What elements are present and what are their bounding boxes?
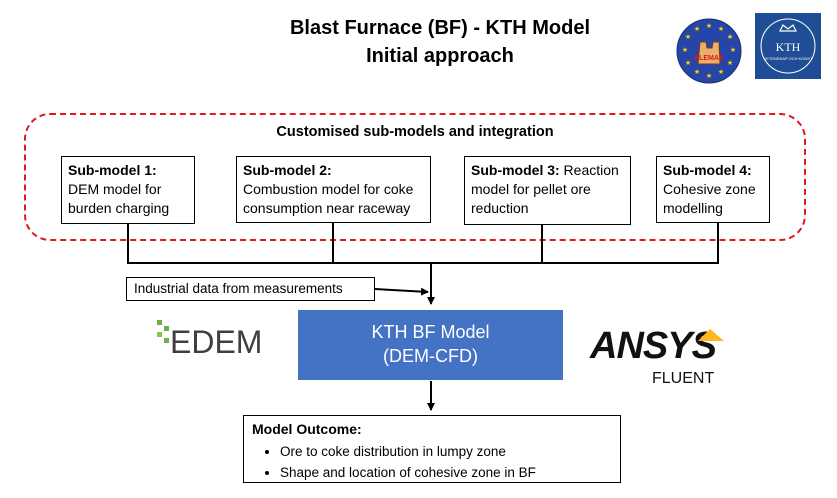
kth-logo-motto: VETENSKAP OCH KONST (764, 56, 813, 61)
submodels-group-title: Customised sub-models and integration (276, 124, 554, 140)
blemab-logo: ★★★ ★★★ ★★★ ★★★ BLEMAB (676, 18, 742, 84)
submodel-1-box: Sub-model 1: DEM model for burden chargi… (61, 156, 195, 224)
svg-text:★: ★ (694, 68, 700, 76)
title-line-2: Initial approach (366, 45, 514, 67)
outcome-item: Shape and location of cohesive zone in B… (280, 462, 612, 483)
submodel-3-box: Sub-model 3: Reaction model for pellet o… (464, 156, 631, 225)
svg-text:★: ★ (694, 25, 700, 33)
model-outcome-box: Model Outcome: Ore to coke distribution … (243, 415, 621, 483)
svg-text:★: ★ (718, 25, 724, 33)
kth-logo: KTH VETENSKAP OCH KONST (755, 13, 821, 79)
submodel-3-line2: model for pellet ore (471, 181, 591, 197)
outcome-list: Ore to coke distribution in lumpy zone S… (252, 441, 612, 483)
submodels-group (24, 113, 806, 241)
outcome-item: Ore to coke distribution in lumpy zone (280, 441, 612, 462)
title-line-1: Blast Furnace (BF) - KTH Model (289, 17, 590, 39)
submodel-1-line3: burden charging (68, 200, 170, 216)
submodel-2-line3: consumption near raceway (243, 200, 411, 216)
kth-model-line-1: KTH BF Model (371, 322, 490, 342)
svg-text:★: ★ (706, 72, 712, 80)
svg-text:★: ★ (706, 22, 712, 30)
svg-text:★: ★ (730, 46, 736, 54)
outcome-title: Model Outcome: (252, 421, 362, 437)
kth-model-line-2: (DEM-CFD) (383, 346, 478, 366)
industrial-data-box: Industrial data from measurements (126, 277, 375, 301)
submodel-3-line3: reduction (471, 200, 529, 216)
submodel-4-line3: modelling (663, 200, 723, 216)
svg-text:★: ★ (727, 33, 733, 41)
kth-bf-model-box: KTH BF Model (DEM-CFD) (298, 310, 563, 380)
submodel-3-head: Sub-model 3: (471, 162, 560, 178)
blemab-logo-text: BLEMAB (694, 55, 724, 62)
edem-logo-text: EDEM (170, 324, 263, 360)
svg-text:★: ★ (685, 59, 691, 67)
connector-industrial (374, 287, 429, 296)
page-title: Blast Furnace (BF) - KTH Model Initial a… (180, 14, 700, 70)
ansys-accent-icon (698, 329, 724, 341)
kth-logo-text: KTH (776, 40, 801, 54)
submodel-4-box: Sub-model 4: Cohesive zone modelling (656, 156, 770, 223)
svg-text:★: ★ (682, 46, 688, 54)
submodel-2-line2: Combustion model for coke (243, 181, 414, 197)
svg-text:★: ★ (685, 33, 691, 41)
fluent-logo-text: FLUENT (652, 370, 715, 387)
submodel-2-box: Sub-model 2: Combustion model for coke c… (236, 156, 431, 223)
submodel-1-head: Sub-model 1: (68, 162, 157, 178)
edem-logo-mark (157, 320, 169, 343)
ansys-logo-text: ANSYS (590, 325, 717, 367)
svg-text:★: ★ (718, 68, 724, 76)
submodel-2-head: Sub-model 2: (243, 162, 332, 178)
submodel-3-head-rest: Reaction (559, 162, 619, 178)
submodel-1-line2: DEM model for (68, 181, 162, 197)
svg-text:★: ★ (727, 59, 733, 67)
submodel-4-head: Sub-model 4: (663, 162, 752, 178)
submodel-4-line2: Cohesive zone (663, 181, 756, 197)
